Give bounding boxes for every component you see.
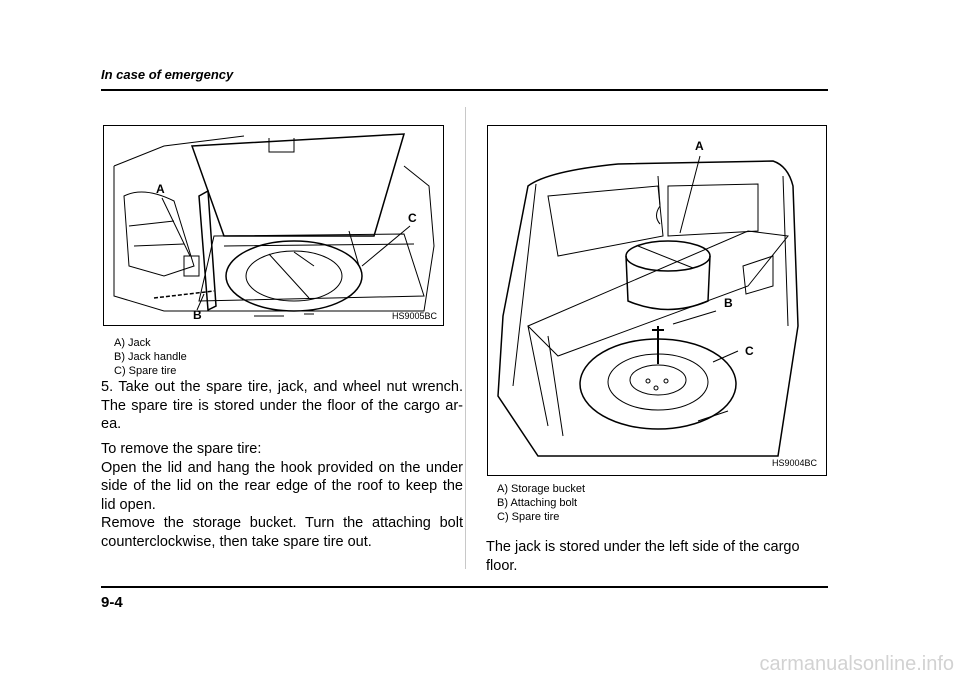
body-line: To remove the spare tire: <box>101 441 262 457</box>
section-title: In case of emergency <box>101 67 234 82</box>
body-line: lid open. <box>101 496 156 513</box>
body-line: side of the lid on the rear edge of the … <box>101 478 463 494</box>
watermark: carmanualsonline.info <box>759 653 954 675</box>
caption-jack: A) Jack <box>114 337 151 349</box>
figure-code: HS9004BC <box>771 458 817 468</box>
body-line: ea. <box>101 416 122 432</box>
caption-jack-handle: B) Jack handle <box>114 351 187 363</box>
body-line: counterclockwise, then take spare tire o… <box>101 533 372 550</box>
caption-spare-tire: C) Spare tire <box>114 365 177 377</box>
caption-spare-tire: C) Spare tire <box>497 511 560 523</box>
cargo-area-illustration <box>113 133 435 317</box>
figure-right-captions: A) Storage bucket B) Attaching bolt C) S… <box>497 482 585 524</box>
body-line: Open the lid and hang the hook provided … <box>101 459 463 476</box>
callout-b: B <box>193 308 202 322</box>
jack-location-text: The jack is stored under the left side o… <box>486 539 800 574</box>
caption-storage-bucket: A) Storage bucket <box>497 483 586 495</box>
figure-left-captions: A) Jack B) Jack handle C) Spare tire <box>114 336 187 378</box>
figure-code: HS9005BC <box>391 311 437 321</box>
footer-rule <box>101 586 828 588</box>
storage-bucket-figure: A B C HS9004BC <box>487 125 827 476</box>
caption-attaching-bolt: B) Attaching bolt <box>497 497 578 509</box>
spare-tire-cargo-figure: A B C HS9005BC <box>103 125 444 326</box>
body-line: 5. Take out the spare tire, jack, and wh… <box>101 379 463 395</box>
cargo-bucket-illustration <box>497 155 799 457</box>
remove-spare-instructions: To remove the spare tire: Open the lid a… <box>101 440 463 551</box>
callout-c: C <box>745 344 754 358</box>
column-divider <box>465 107 466 569</box>
callout-a: A <box>695 139 704 153</box>
body-line: The spare tire is stored under the floor… <box>101 397 463 414</box>
callout-c: C <box>408 211 417 225</box>
page-number: 9-4 <box>101 594 123 611</box>
callout-a: A <box>156 182 165 196</box>
callout-b: B <box>724 296 733 310</box>
header-rule <box>101 89 828 91</box>
body-line: Remove the storage bucket. Turn the atta… <box>101 515 463 531</box>
step-5-text: 5. Take out the spare tire, jack, and wh… <box>101 378 463 434</box>
